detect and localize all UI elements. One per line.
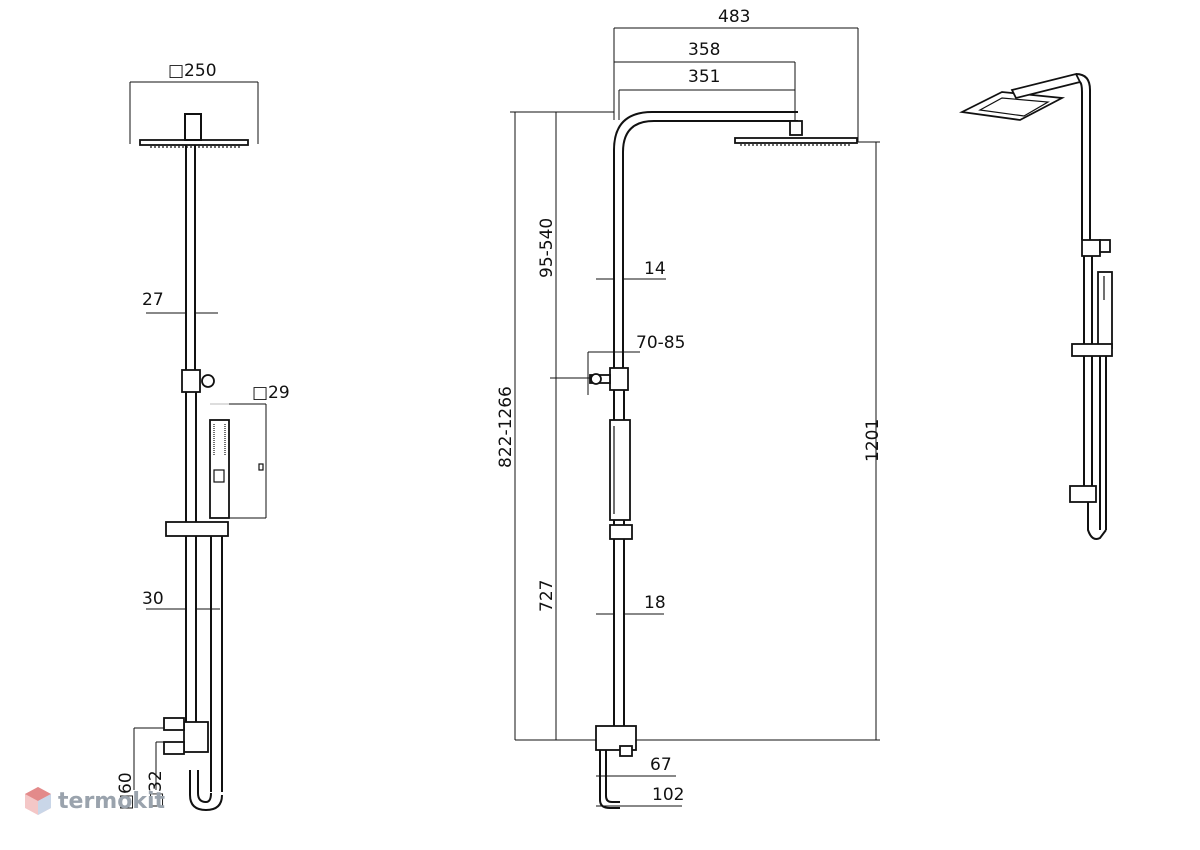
watermark-text: termokit [58,788,166,814]
dim-outlet-depth-a: 67 [650,755,672,775]
dim-height-adjust: 95-540 [537,218,557,278]
front-outlet-block [183,721,209,753]
front-view: □250 27 □29 [116,61,290,812]
dim-outlet-depth-b: 102 [652,785,684,805]
front-head-connector [184,113,202,141]
dim-height-lower: 727 [537,580,557,612]
dim-head-size: □250 [168,61,217,81]
front-hand-shower [209,419,230,519]
dim-hand-shower: □29 [252,383,290,403]
front-holder-bar [165,521,229,537]
side-shower-head [734,137,858,144]
dim-tube-upper: 14 [644,259,666,279]
dim-tube-lower: 18 [644,593,666,613]
dim-outlet-size: □60 [116,772,136,810]
side-view: 483 358 351 95-540 822-1266 727 1201 14 … [496,7,883,809]
isometric-view [958,72,1113,540]
dim-height-head: 1201 [863,419,883,462]
iso-shower-head [958,91,1066,121]
side-hand-shower [609,419,631,521]
watermark: termokit [24,786,165,816]
side-arm [613,111,798,385]
dim-width-arm: 358 [688,40,720,60]
dim-width-inner: 351 [688,67,720,87]
dim-width-total: 483 [718,7,750,27]
dim-bracket: 70-85 [636,333,685,353]
dim-pipe-upper: 27 [142,290,164,310]
dim-pipe-lower: 30 [142,589,164,609]
front-adjust-block [181,369,201,393]
iso-hand-shower [1097,271,1113,349]
dim-outlet-small: □32 [146,770,166,808]
dim-height-total-range: 822-1266 [496,386,516,468]
logo-icon [25,787,51,815]
